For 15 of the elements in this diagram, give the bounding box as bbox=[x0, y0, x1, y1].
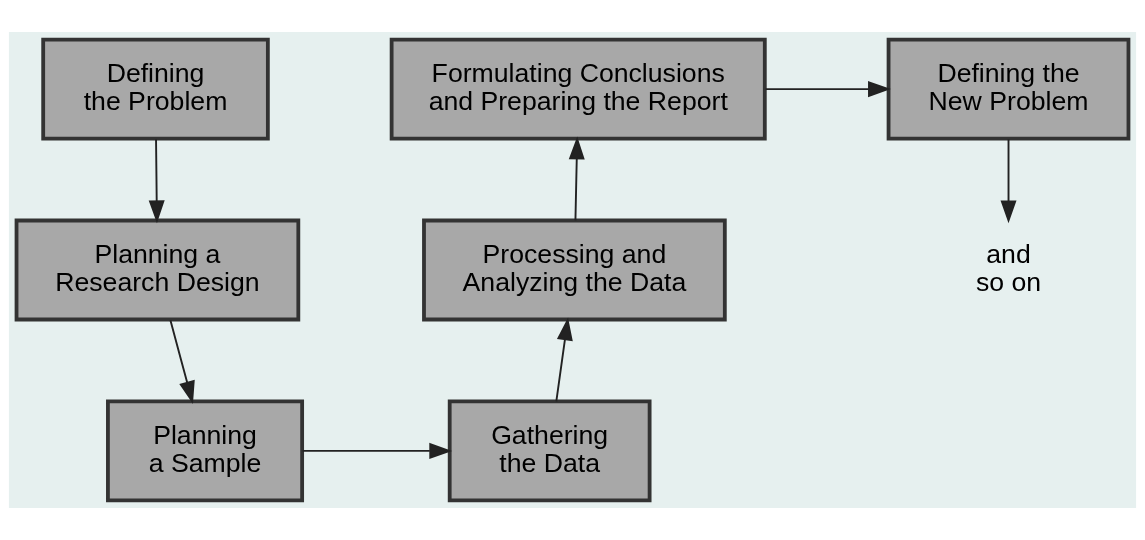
arrow bbox=[169, 319, 195, 405]
node-box: Planning a Research Design bbox=[14, 218, 301, 322]
node-box: Formulating Conclusions and Preparing the Report bbox=[389, 37, 767, 141]
node-box: Defining the Problem bbox=[41, 37, 270, 141]
node-box: Gathering the Data bbox=[447, 399, 652, 503]
arrow bbox=[1000, 138, 1017, 224]
node-box: Processing and Analyzing the Data bbox=[422, 218, 727, 322]
node-text: and so on bbox=[975, 238, 1042, 298]
arrow bbox=[764, 81, 891, 98]
arrow bbox=[301, 442, 453, 459]
node-box: Planning a Sample bbox=[106, 399, 305, 503]
arrow bbox=[148, 138, 165, 224]
arrow bbox=[568, 136, 585, 222]
node-box: Defining the New Problem bbox=[886, 37, 1131, 141]
arrow bbox=[555, 317, 573, 403]
